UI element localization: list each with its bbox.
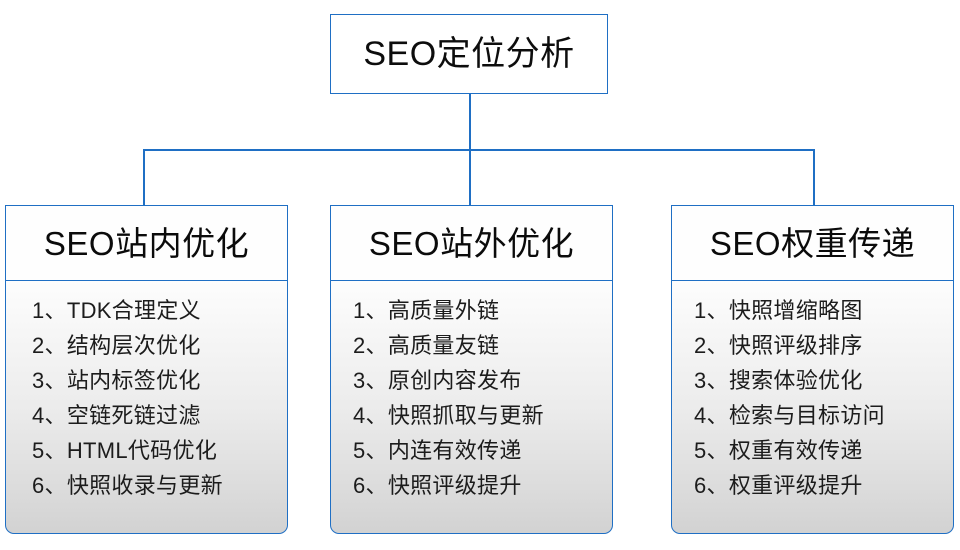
list-item: 4、检索与目标访问 — [694, 403, 885, 428]
list-item: 1、高质量外链 — [353, 298, 500, 323]
list-item: 2、结构层次优化 — [32, 333, 201, 358]
list-item: 2、高质量友链 — [353, 333, 500, 358]
list-item: 3、站内标签优化 — [32, 368, 201, 393]
list-item: 6、快照收录与更新 — [32, 473, 223, 498]
list-item: 1、快照增缩略图 — [694, 298, 863, 323]
root-node-label: SEO定位分析 — [363, 35, 575, 73]
list-item: 5、内连有效传递 — [353, 438, 522, 463]
connector-drop-branch-2 — [469, 149, 471, 206]
list-item: 5、HTML代码优化 — [32, 438, 218, 463]
branch-list-1: 1、TDK合理定义 2、结构层次优化 3、站内标签优化 4、空链死链过滤 5、H… — [6, 293, 287, 503]
connector-drop-branch-1 — [143, 149, 145, 206]
branch-header-label-2: SEO站外优化 — [368, 224, 575, 262]
connector-root-stem — [469, 94, 471, 150]
connector-horizontal-bus — [143, 149, 815, 151]
list-item: 6、快照评级提升 — [353, 473, 522, 498]
branch-header-3[interactable]: SEO权重传递 — [671, 205, 954, 281]
list-item: 6、权重评级提升 — [694, 473, 863, 498]
list-item: 3、搜索体验优化 — [694, 368, 863, 393]
root-node[interactable]: SEO定位分析 — [330, 14, 608, 94]
list-item: 4、快照抓取与更新 — [353, 403, 544, 428]
connector-drop-branch-3 — [813, 149, 815, 206]
list-item: 2、快照评级排序 — [694, 333, 863, 358]
branch-header-2[interactable]: SEO站外优化 — [330, 205, 613, 281]
list-item: 4、空链死链过滤 — [32, 403, 201, 428]
branch-body-1: 1、TDK合理定义 2、结构层次优化 3、站内标签优化 4、空链死链过滤 5、H… — [5, 280, 288, 534]
branch-header-label-1: SEO站内优化 — [43, 224, 250, 262]
branch-list-2: 1、高质量外链 2、高质量友链 3、原创内容发布 4、快照抓取与更新 5、内连有… — [331, 293, 612, 503]
branch-column-2: SEO站外优化 1、高质量外链 2、高质量友链 3、原创内容发布 4、快照抓取与… — [330, 205, 613, 534]
branch-header-1[interactable]: SEO站内优化 — [5, 205, 288, 281]
list-item: 1、TDK合理定义 — [32, 298, 201, 323]
branch-header-label-3: SEO权重传递 — [709, 224, 916, 262]
list-item: 5、权重有效传递 — [694, 438, 863, 463]
branch-body-3: 1、快照增缩略图 2、快照评级排序 3、搜索体验优化 4、检索与目标访问 5、权… — [671, 280, 954, 534]
branch-column-3: SEO权重传递 1、快照增缩略图 2、快照评级排序 3、搜索体验优化 4、检索与… — [671, 205, 954, 534]
list-item: 3、原创内容发布 — [353, 368, 522, 393]
branch-body-2: 1、高质量外链 2、高质量友链 3、原创内容发布 4、快照抓取与更新 5、内连有… — [330, 280, 613, 534]
branch-list-3: 1、快照增缩略图 2、快照评级排序 3、搜索体验优化 4、检索与目标访问 5、权… — [672, 293, 953, 503]
branch-column-1: SEO站内优化 1、TDK合理定义 2、结构层次优化 3、站内标签优化 4、空链… — [5, 205, 288, 534]
